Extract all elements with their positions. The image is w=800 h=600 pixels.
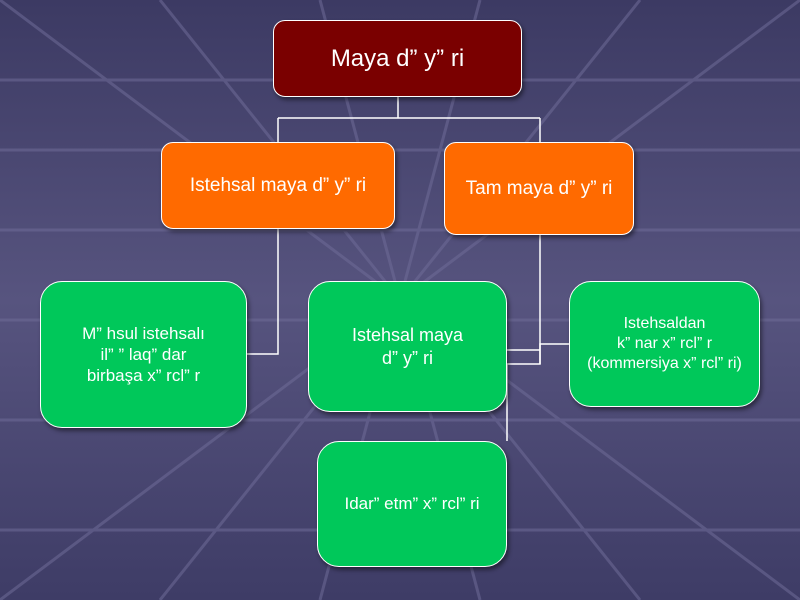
- node-direct-costs-label: M” hsul istehsalı il” ” laq” dar birbaşa…: [82, 323, 205, 386]
- node-admin-costs: Idar” etm” x” rcl” ri: [317, 441, 507, 567]
- root-node-label: Maya d” y” ri: [330, 44, 465, 72]
- node-istehsal-maya-label: Istehsal maya d” y” ri: [189, 174, 367, 196]
- node-commercial-costs-label: Istehsaldan k” nar x” rcl” r (kommersiya…: [587, 315, 742, 372]
- node-istehsal-maya-green: Istehsal maya d” y” ri: [308, 281, 507, 412]
- node-commercial-costs: Istehsaldan k” nar x” rcl” r (kommersiya…: [569, 281, 760, 407]
- node-tam-maya-label: Tam maya d” y” ri: [465, 177, 613, 199]
- node-admin-costs-label: Idar” etm” x” rcl” ri: [344, 494, 480, 514]
- root-node: Maya d” y” ri: [273, 20, 522, 97]
- node-istehsal-maya-green-label: Istehsal maya d” y” ri: [351, 325, 464, 368]
- connector-istehsal-to-left: [247, 228, 279, 355]
- node-istehsal-maya: Istehsal maya d” y” ri: [161, 142, 395, 229]
- node-direct-costs: M” hsul istehsalı il” ” laq” dar birbaşa…: [40, 281, 247, 428]
- node-tam-maya: Tam maya d” y” ri: [444, 142, 634, 235]
- connector-right-link: [507, 343, 571, 365]
